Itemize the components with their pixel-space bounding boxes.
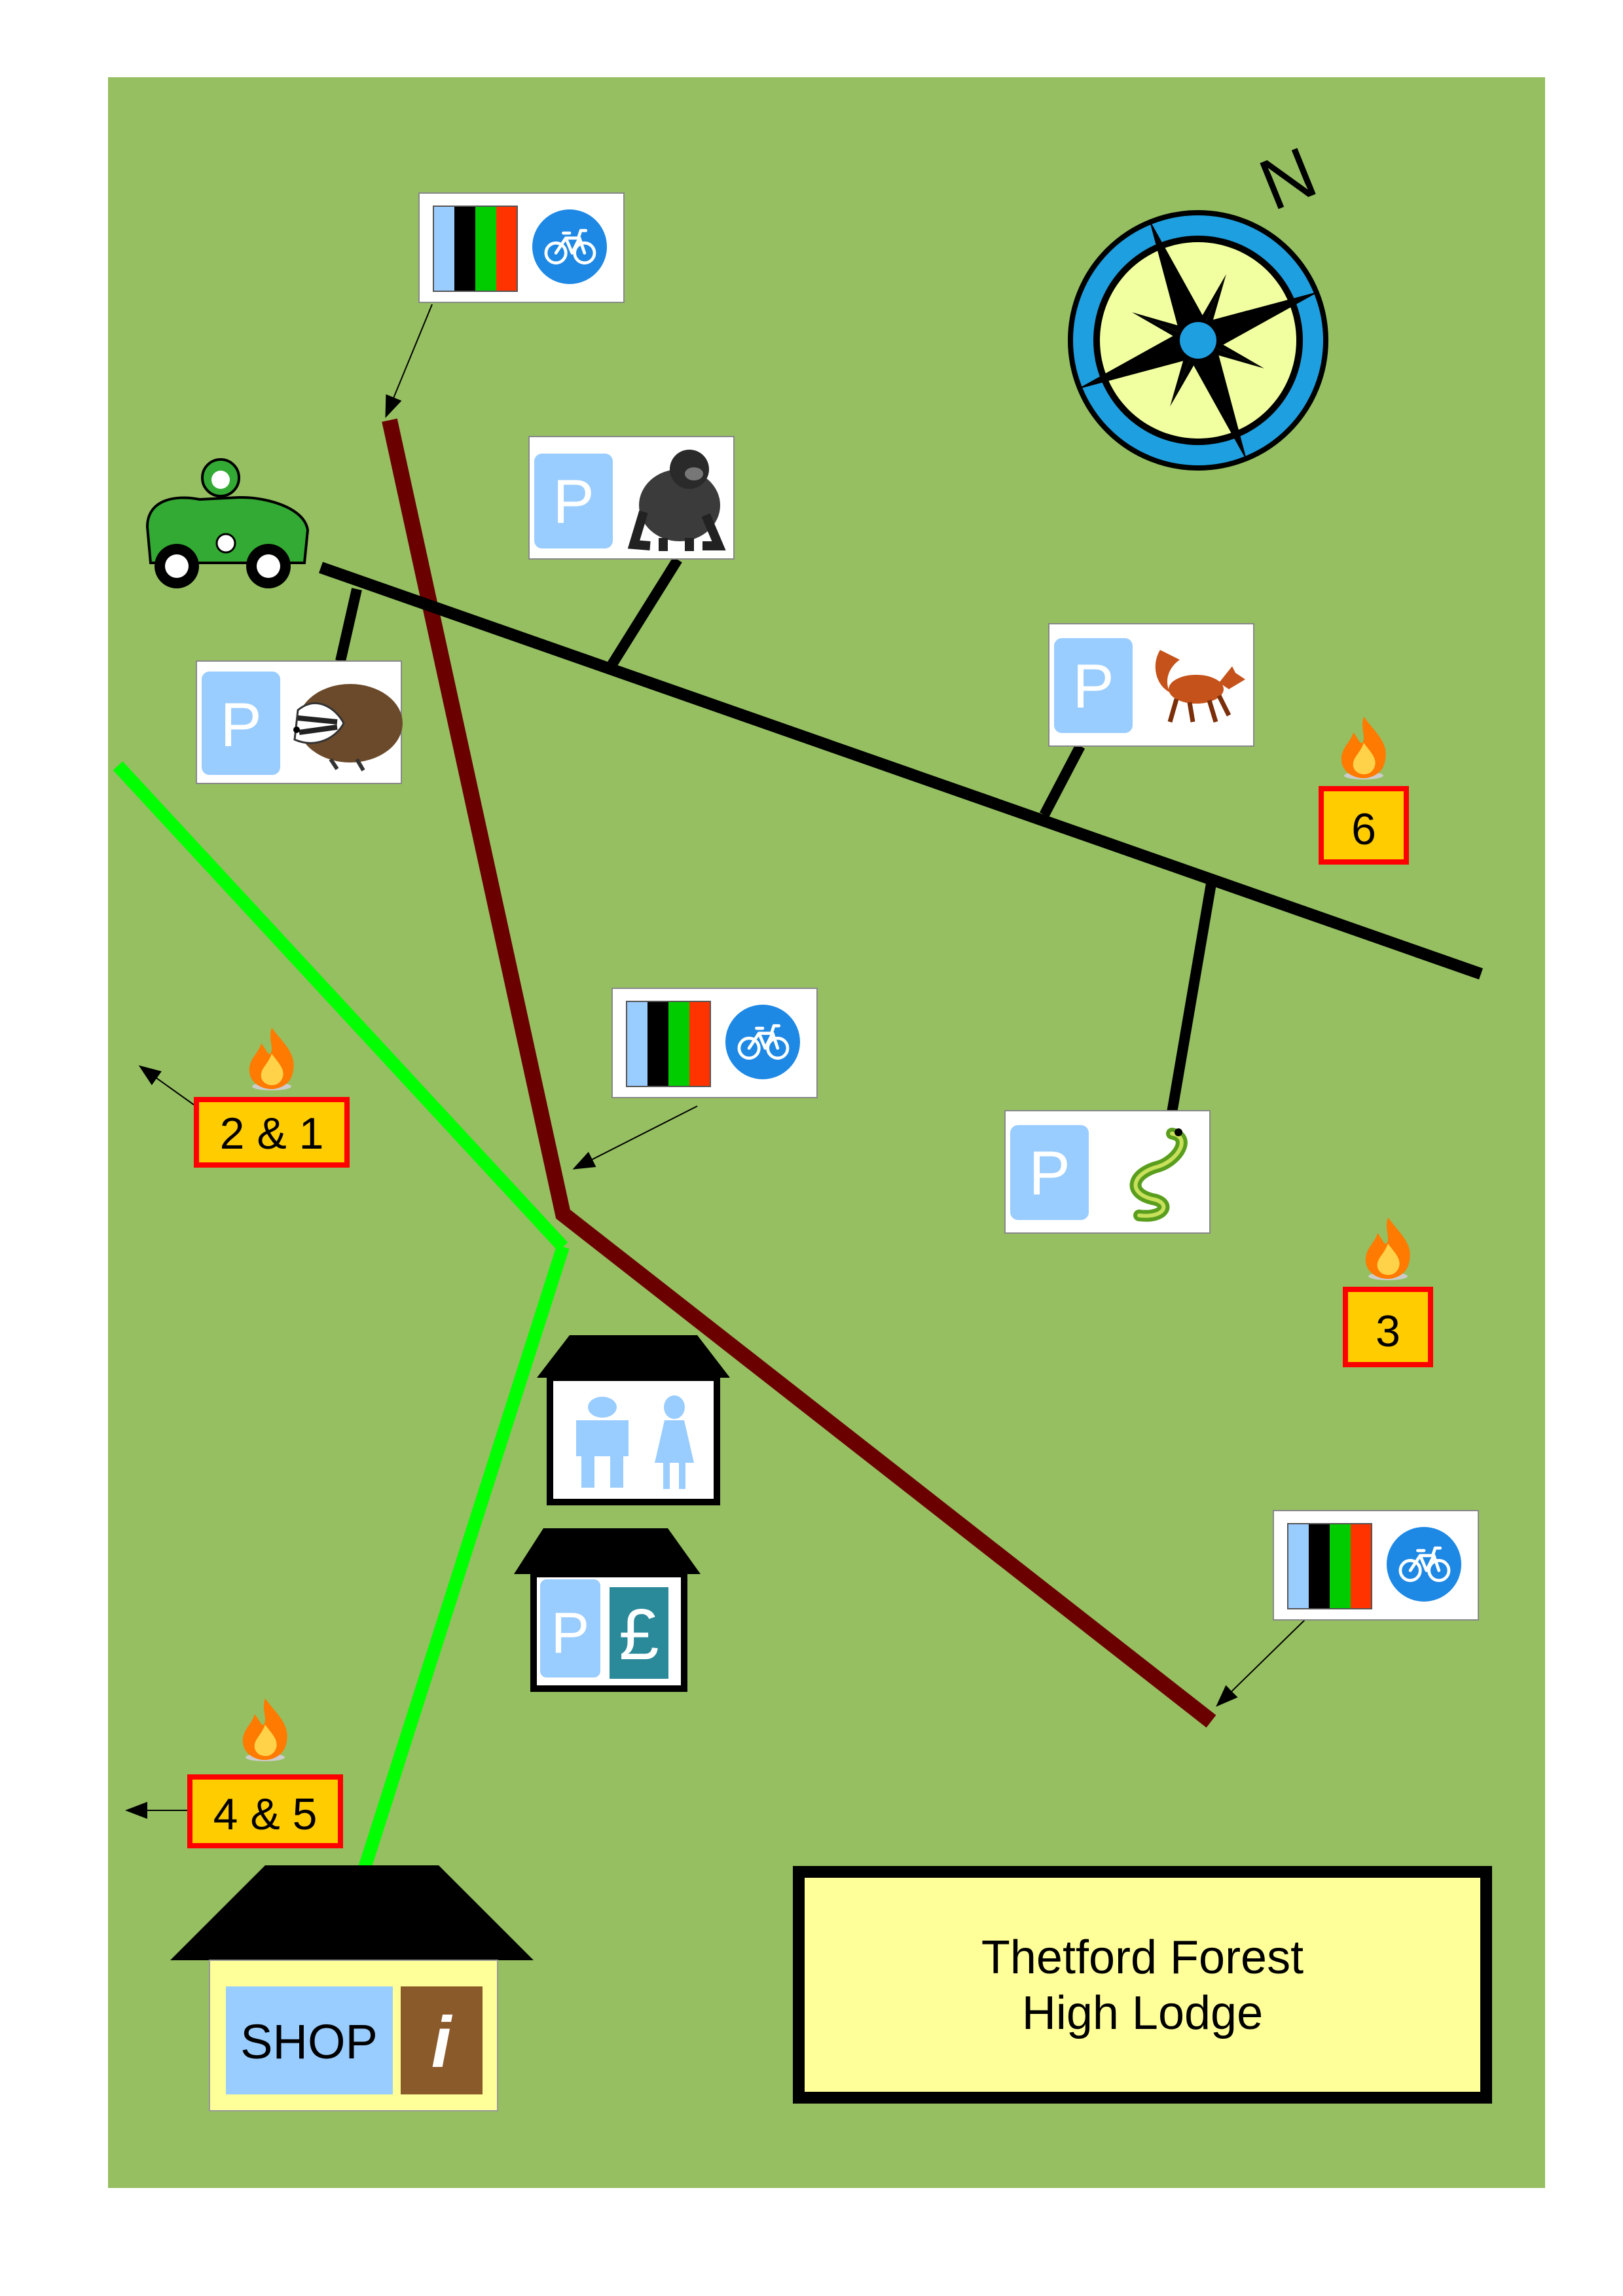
- trail-colour-stripes: [1288, 1524, 1372, 1609]
- trail-stripe: [689, 1001, 710, 1086]
- bicycle-icon: [725, 1005, 800, 1079]
- pay-and-display-building[interactable]: P £: [514, 1528, 701, 1692]
- snake-icon: [1129, 1128, 1188, 1222]
- fire-site-label: 2 & 1: [220, 1109, 324, 1158]
- trail-sign-centre: [611, 988, 818, 1098]
- shop-building[interactable]: SHOP i: [170, 1865, 534, 2111]
- fire-site-6[interactable]: 6: [1319, 717, 1409, 865]
- trail-stripe: [1309, 1524, 1330, 1609]
- trail-stripe: [454, 206, 475, 291]
- fire-site-label: 4 & 5: [213, 1789, 318, 1839]
- female-icon: [655, 1395, 694, 1489]
- trail-stripe: [647, 1001, 668, 1086]
- parking-label: P: [1029, 1139, 1070, 1208]
- fire-site-2-1[interactable]: 2 & 1: [194, 1028, 350, 1168]
- parking-label: P: [220, 691, 261, 760]
- badger-icon: [293, 684, 403, 772]
- trail-stripe: [433, 206, 454, 291]
- sign-leader-3: [1216, 1619, 1305, 1707]
- sign-leader-2: [572, 1105, 698, 1170]
- map-title-line2: High Lodge: [1022, 1987, 1263, 2039]
- trail-sign-north: [418, 192, 625, 303]
- bicycle-icon: [532, 209, 607, 284]
- trail-stripe: [1288, 1524, 1309, 1609]
- fire-site-4-5[interactable]: 4 & 5: [187, 1698, 343, 1848]
- fire-site-label: 6: [1351, 804, 1376, 854]
- car-park-badger[interactable]: P: [196, 660, 403, 784]
- road-spur-snake: [1167, 882, 1216, 1114]
- road-spur-badger: [335, 588, 362, 662]
- trail-stripe: [475, 206, 496, 291]
- parking-label: P: [551, 1600, 590, 1665]
- parking-label: P: [1072, 652, 1114, 721]
- fire-site-3[interactable]: 3: [1343, 1217, 1433, 1367]
- trail-sign-south: [1273, 1510, 1479, 1621]
- trail-stripe: [627, 1001, 647, 1086]
- parking-label: P: [553, 467, 594, 537]
- toilets-building[interactable]: [537, 1335, 730, 1505]
- trail-stripe: [1330, 1524, 1351, 1609]
- red-trail: [382, 418, 1216, 1728]
- green-trail-south: [357, 1244, 570, 1874]
- road-spur-fox: [1039, 744, 1085, 817]
- car-park-gorilla[interactable]: P: [528, 436, 735, 560]
- road-spur-gorilla: [608, 556, 682, 668]
- main-road: [319, 562, 1483, 980]
- car-park-fox[interactable]: P: [1048, 623, 1254, 747]
- shop-label: SHOP: [240, 2015, 378, 2069]
- bicycle-icon: [1387, 1527, 1461, 1602]
- gorilla-icon: [627, 450, 726, 551]
- trail-stripe: [496, 206, 517, 291]
- car-park-snake[interactable]: P: [1004, 1110, 1211, 1234]
- info-icon: i: [431, 2002, 453, 2083]
- fire-site-label: 3: [1376, 1306, 1400, 1356]
- trail-stripe: [1351, 1524, 1372, 1609]
- trail-colour-stripes: [433, 206, 517, 291]
- fox-icon: [1155, 650, 1245, 723]
- car-icon: [145, 458, 310, 588]
- map-title-line1: Thetford Forest: [981, 1931, 1304, 1984]
- sign-leader-1: [385, 304, 433, 418]
- trail-colour-stripes: [627, 1001, 710, 1086]
- male-icon: [576, 1397, 629, 1488]
- trail-stripe: [668, 1001, 689, 1086]
- pound-icon: £: [619, 1594, 659, 1675]
- green-trail-north: [113, 761, 568, 1251]
- title-box: Thetford Forest High Lodge: [793, 1866, 1492, 2104]
